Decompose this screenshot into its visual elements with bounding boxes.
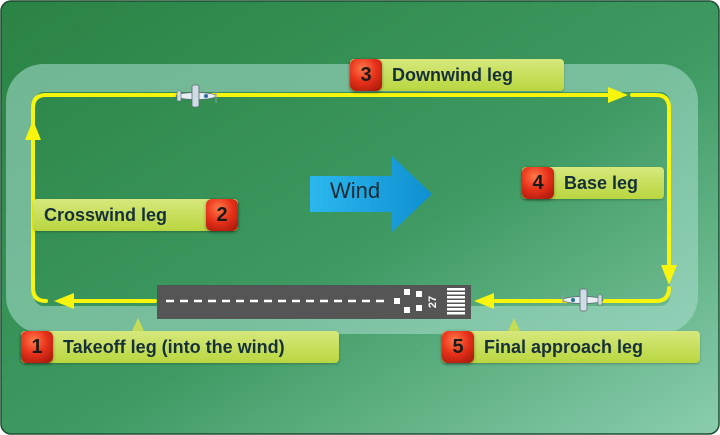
touchdown-mark [404,307,410,313]
leg-label-final-approach: 5 Final approach leg [442,331,700,363]
airplane-icon [175,84,217,108]
leg-label-text: Downwind leg [392,64,513,85]
touchdown-mark [404,289,410,295]
arrow-down-right [661,265,677,285]
leg-label-takeoff: 1 Takeoff leg (into the wind) [21,331,339,363]
leg-number-badge: 4 [522,167,554,199]
leg-number-badge: 1 [21,331,53,363]
final-label-pointer [508,318,520,331]
airplane-icon [562,288,604,312]
arrow-left-takeoff [54,293,74,309]
arrow-right-top [608,87,628,103]
leg-label-text: Base leg [564,172,639,193]
runway-number: 27 [427,296,439,308]
takeoff-label-pointer [132,318,144,331]
leg-label-text: Crosswind leg [44,204,168,225]
downwind-path [31,93,617,140]
touchdown-mark [416,291,422,297]
flight-path-arrows [25,87,677,309]
touchdown-mark [394,298,400,304]
leg-number-badge: 3 [350,59,382,91]
final-path [488,286,671,303]
wind-label: Wind [330,178,381,203]
arrow-up-left [25,120,41,140]
leg-label-text: Takeoff leg (into the wind) [63,336,285,357]
wind-arrow-icon [310,156,432,232]
leg-number-badge: 2 [206,199,238,231]
runway: 27 [157,285,471,319]
leg-label-crosswind: Crosswind leg 2 [33,199,238,231]
flight-path [31,93,671,303]
arrow-left-final [474,293,494,309]
touchdown-mark [416,305,422,311]
crosswind-path [31,138,48,303]
leg-label-base: 4 Base leg [522,167,664,199]
leg-number-badge: 5 [442,331,474,363]
leg-label-downwind: 3 Downwind leg [350,59,564,91]
downwind-to-base-path [630,93,671,270]
threshold-markings [447,288,465,315]
leg-label-text: Final approach leg [484,336,644,357]
